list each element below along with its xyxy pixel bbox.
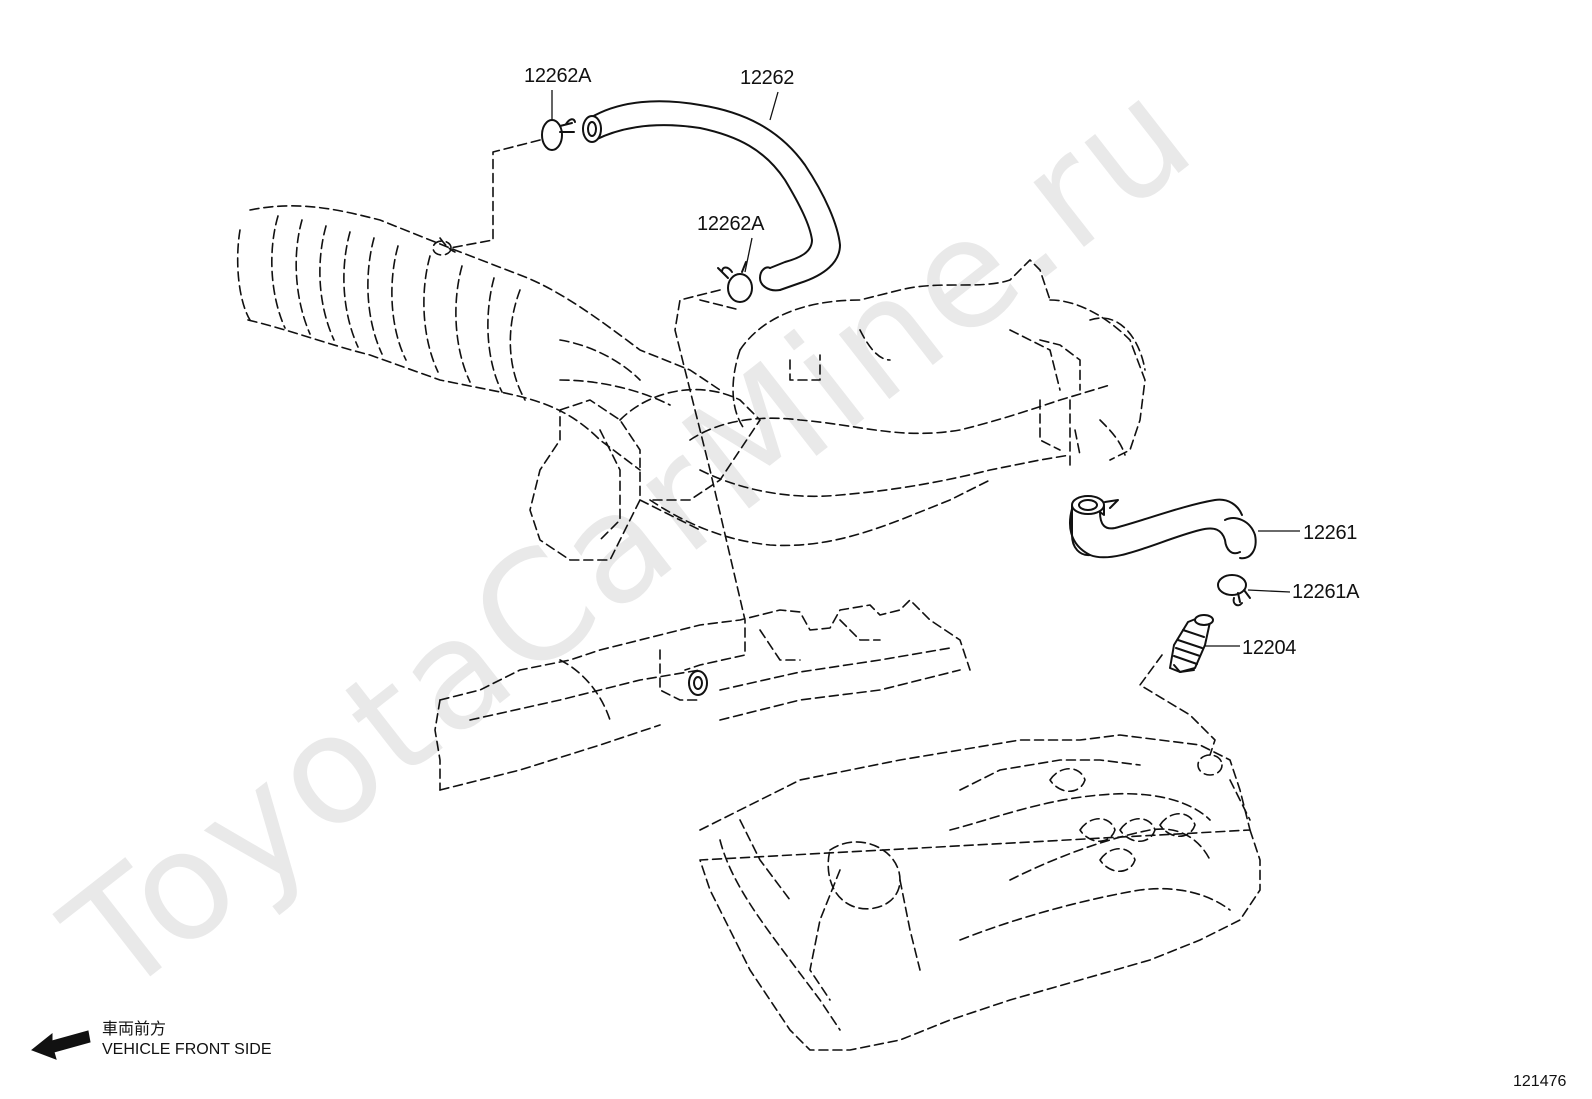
clamp-12262a-upper <box>541 118 576 151</box>
ventilation-hose-12262 <box>582 100 841 292</box>
manifold-port-upper <box>688 670 708 696</box>
pcv-valve-12204 <box>1169 614 1214 673</box>
figure-number: 121476 <box>1513 1073 1566 1090</box>
ventilation-hose-12261 <box>1069 495 1257 560</box>
valve-cover-right <box>699 734 1261 1051</box>
direction-label-japanese: 車両前方 <box>102 1020 166 1038</box>
air-intake-duct <box>236 205 721 471</box>
watermark: ToyotaCarMine.ru <box>34 45 1225 1029</box>
arrow-left-icon <box>31 1030 91 1060</box>
callout-12261a: 12261A <box>1292 581 1360 603</box>
assembly-guide-lines <box>449 139 1216 756</box>
callout-12261: 12261 <box>1303 522 1357 544</box>
clamp-12261a <box>1217 574 1251 607</box>
callout-12262: 12262 <box>740 67 794 89</box>
intake-manifold <box>529 259 1146 561</box>
front-direction-indicator: 車両前方 VEHICLE FRONT SIDE <box>31 1020 272 1060</box>
direction-label-english: VEHICLE FRONT SIDE <box>102 1041 272 1058</box>
callout-leaders <box>551 90 1300 647</box>
valve-cover-left <box>434 599 971 791</box>
callout-12204: 12204 <box>1242 637 1296 659</box>
callout-12262a-lower: 12262A <box>697 213 765 235</box>
callout-12262a-upper: 12262A <box>524 65 592 87</box>
clamp-12262a-lower <box>717 261 753 303</box>
